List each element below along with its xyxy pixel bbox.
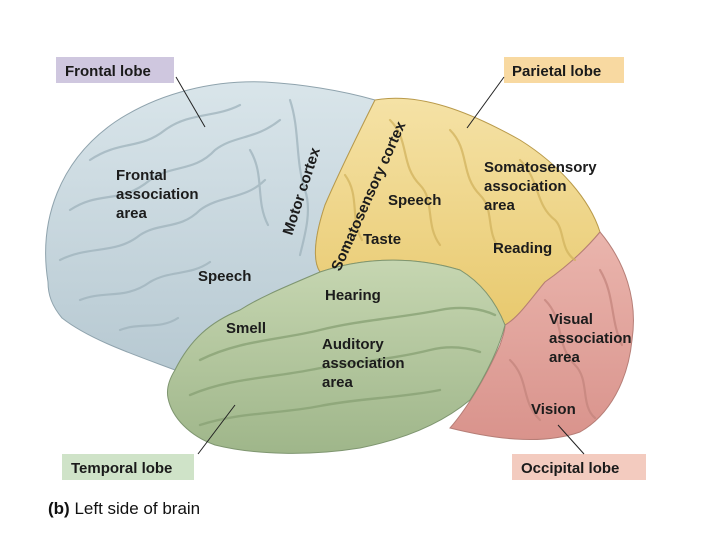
frontal-association-label-line2: association (116, 186, 199, 203)
hearing-label: Hearing (325, 287, 381, 304)
somatosensory-association-label-line2: association (484, 178, 567, 195)
frontal-lobe-label-box (56, 57, 174, 83)
occipital-lobe-label-box (512, 454, 646, 480)
smell-label: Smell (226, 320, 266, 337)
reading-label: Reading (493, 240, 552, 257)
temporal-lobe-label: Temporal lobe (71, 460, 172, 477)
speech-frontal-label: Speech (198, 268, 251, 285)
caption-prefix: (b) (48, 499, 70, 518)
leader-lines (175, 76, 585, 455)
frontal-lobe-label: Frontal lobe (65, 63, 151, 80)
auditory-association-label-line3: area (322, 374, 354, 391)
frontal-association-label-line1: Frontal (116, 167, 167, 184)
caption-text: Left side of brain (69, 499, 201, 518)
somatosensory-association-label-line1: Somatosensory (484, 159, 597, 176)
frontal-association-label-line3: area (116, 205, 148, 222)
visual-association-label-line3: area (549, 349, 581, 366)
speech-parietal-label: Speech (388, 192, 441, 209)
auditory-association-label-line1: Auditory (322, 336, 384, 353)
occipital-lobe-region (449, 231, 634, 440)
parietal-lobe-label: Parietal lobe (512, 63, 601, 80)
taste-label: Taste (363, 231, 401, 248)
vision-label: Vision (531, 401, 576, 418)
temporal-gyri (188, 306, 497, 427)
visual-association-label-line2: association (549, 330, 632, 347)
parietal-gyri (343, 118, 577, 262)
auditory-association-label-line2: association (322, 355, 405, 372)
temporal-lobe-label-box (62, 454, 194, 480)
occipital-gyri (508, 268, 624, 422)
frontal-gyri (58, 98, 310, 332)
occipital-lobe-label: Occipital lobe (521, 460, 619, 477)
somatosensory-association-label-line3: area (484, 197, 516, 214)
parietal-lobe-label-box (504, 57, 624, 83)
temporal-lobe-region (167, 259, 506, 454)
visual-association-label-line1: Visual (549, 311, 593, 328)
figure-caption: (b) Left side of brain (48, 499, 200, 519)
